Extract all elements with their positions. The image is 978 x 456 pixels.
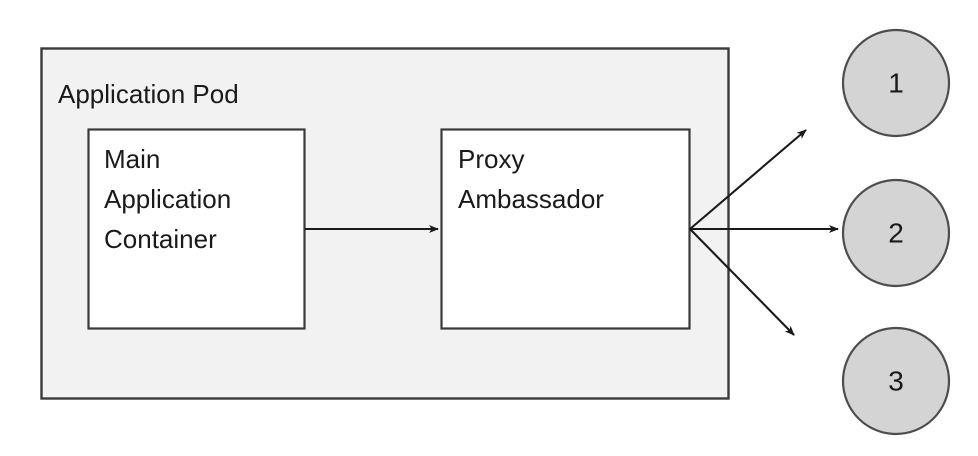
endpoint-3-circle	[841, 326, 951, 436]
connector-proxy-to-endpoint-1	[689, 129, 807, 230]
application-pod-label: Application Pod	[58, 79, 239, 109]
endpoint-3: 3	[841, 326, 951, 436]
proxy-ambassador-container: Proxy Ambassador	[440, 128, 691, 330]
main-application-container-label-line-2: Application	[104, 184, 231, 214]
main-application-container-label-line-1: Main	[104, 144, 160, 174]
main-application-container: Main Application Container	[87, 128, 306, 330]
connector-proxy-to-endpoint-3	[689, 228, 795, 336]
endpoint-1-label: 1	[888, 67, 904, 98]
endpoint-1: 1	[841, 28, 951, 138]
proxy-ambassador-container-rect	[440, 128, 691, 330]
endpoint-2-label: 2	[888, 217, 904, 248]
endpoint-1-circle	[841, 28, 951, 138]
endpoint-2-circle	[841, 178, 951, 288]
main-application-container-rect	[87, 128, 306, 330]
endpoint-3-label: 3	[888, 365, 904, 396]
main-application-container-label-line-3: Container	[104, 224, 217, 254]
proxy-ambassador-container-label-line-1: Proxy	[458, 144, 524, 174]
proxy-ambassador-container-label-line-2: Ambassador	[458, 184, 604, 214]
endpoint-2: 2	[841, 178, 951, 288]
